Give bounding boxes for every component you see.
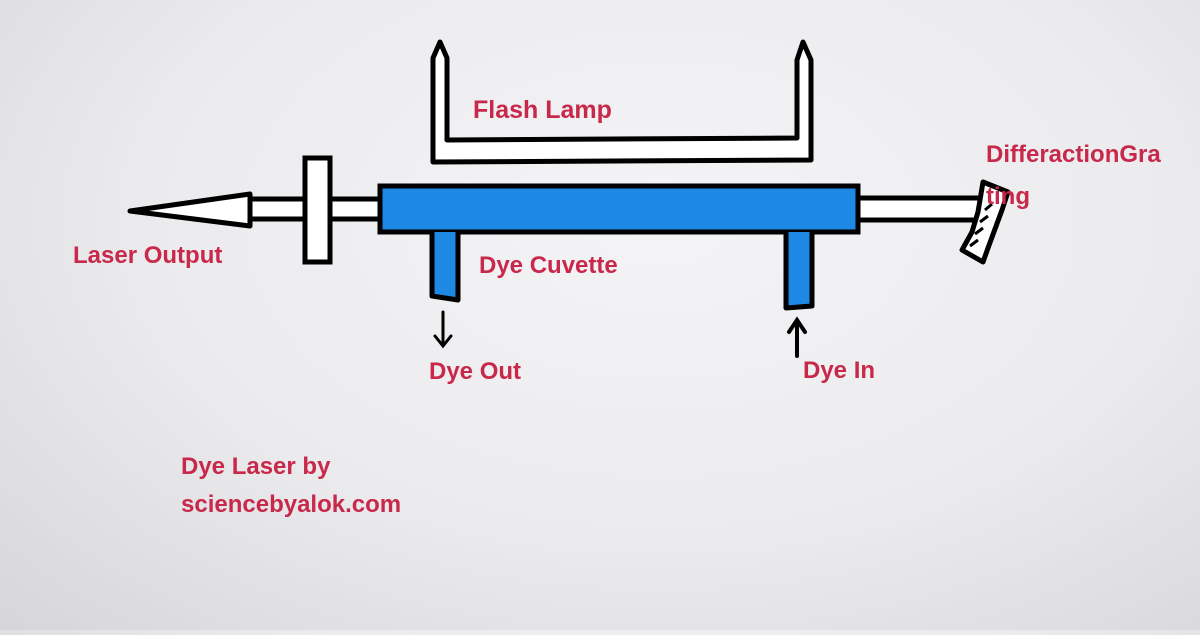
diffraction-grating-label-line2: ting: [986, 183, 1030, 210]
diffraction-grating-label-line1: DifferactionGra: [986, 141, 1161, 168]
dye-out-arrow-icon: [433, 310, 453, 349]
dye-cuvette-label: Dye Cuvette: [479, 252, 618, 279]
laser-output-label: Laser Output: [73, 242, 222, 269]
dye-in-label: Dye In: [803, 357, 875, 384]
caption-line2: sciencebyalok.com: [181, 491, 401, 518]
grating-teeth: [969, 202, 993, 248]
dye-inlet-stub: [783, 232, 815, 311]
dye-outlet-stub: [429, 232, 461, 303]
laser-output-arrow-icon: [127, 191, 253, 229]
dye-cuvette-body: [377, 183, 861, 235]
dye-out-label: Dye Out: [429, 358, 521, 385]
flash-lamp-label: Flash Lamp: [473, 96, 612, 124]
flash-lamp-shape: [430, 39, 814, 165]
caption-line1: Dye Laser by: [181, 453, 331, 480]
beam-rod-right: [855, 195, 983, 223]
output-mirror-shape: [302, 155, 333, 265]
dye-in-arrow-icon: [787, 316, 807, 358]
